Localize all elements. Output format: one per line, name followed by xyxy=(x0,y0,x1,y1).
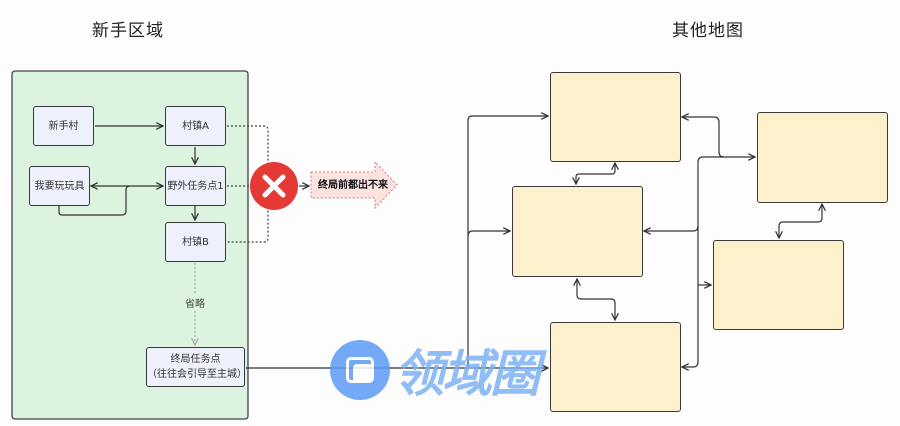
final-quest-title: 终局任务点 xyxy=(170,354,221,365)
final-quest-note: （往往会引导至主城） xyxy=(147,369,247,380)
logo-icon xyxy=(330,340,390,400)
map-box-2[interactable] xyxy=(512,186,643,277)
node-final-quest[interactable]: 终局任务点 （往往会引导至主城） xyxy=(146,347,247,387)
blocked-label: 终局前都出不来 xyxy=(318,180,388,191)
left-title: 新手区域 xyxy=(92,21,164,41)
node-town-b[interactable]: 村镇B xyxy=(165,222,226,262)
edge-trunk-to-box2 xyxy=(467,231,510,237)
node-field-point[interactable]: 野外任务点1 xyxy=(165,166,226,206)
map-box-4[interactable] xyxy=(757,112,888,203)
map-box-3[interactable] xyxy=(550,322,681,412)
edge-trunk-right xyxy=(682,157,755,367)
edge-box2-box3 xyxy=(577,279,615,320)
edge-trunk-to-box2-right xyxy=(644,225,699,231)
node-toy[interactable]: 我要玩玩具 xyxy=(29,166,90,206)
blocked-banner-arrow xyxy=(310,160,398,210)
novice-area-panel xyxy=(11,70,249,420)
map-box-5[interactable] xyxy=(713,240,844,330)
edge-toy-loop xyxy=(58,185,131,216)
omitted-label: 省略 xyxy=(185,295,205,310)
map-box-1[interactable] xyxy=(550,72,681,162)
logo-text: 领域圈 xyxy=(394,345,540,403)
watermark-logo: 领域圈 xyxy=(330,334,540,406)
node-town-a[interactable]: 村镇A xyxy=(165,106,226,146)
edge-box1-box4 xyxy=(682,117,725,158)
right-title: 其他地图 xyxy=(672,21,744,41)
block-icon xyxy=(250,162,298,210)
edge-box1-box2 xyxy=(576,163,615,184)
node-novice-village[interactable]: 新手村 xyxy=(33,106,94,146)
edge-box4-box5 xyxy=(779,204,822,238)
edge-trunk-left xyxy=(467,116,548,368)
